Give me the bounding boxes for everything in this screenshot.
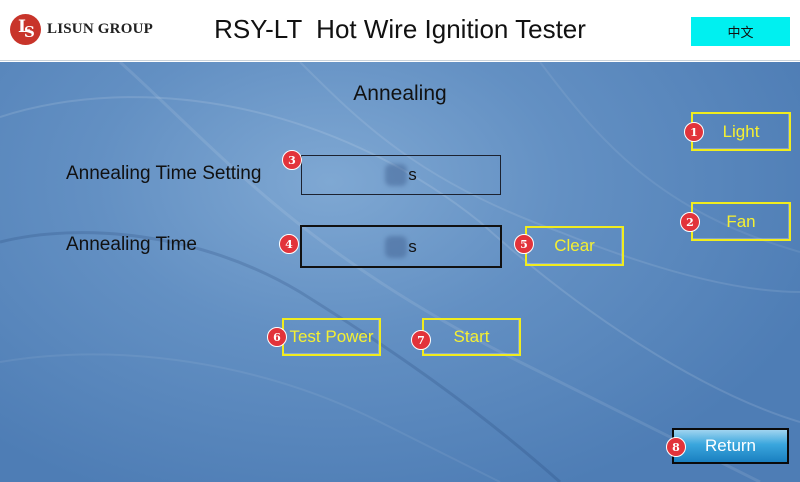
section-title: Annealing	[353, 82, 447, 105]
callout-badge-1: 1	[684, 122, 704, 142]
callout-badge-4: 4	[279, 234, 299, 254]
annealing-time-setting-label: Annealing Time Setting	[66, 163, 262, 184]
redacted-value	[385, 235, 408, 258]
test-power-button[interactable]: Test Power	[282, 318, 381, 356]
callout-badge-8: 8	[666, 437, 686, 457]
return-button[interactable]: Return	[672, 428, 789, 464]
title-bar: L S LISUN GROUP RSY-LT Hot Wire Ignition…	[0, 0, 800, 61]
redacted-value	[385, 164, 408, 186]
language-toggle-button[interactable]: 中文	[691, 17, 790, 46]
callout-badge-3: 3	[282, 150, 302, 170]
app-title: RSY-LT Hot Wire Ignition Tester	[214, 14, 586, 44]
start-button[interactable]: Start	[422, 318, 521, 356]
clear-button[interactable]: Clear	[525, 226, 624, 266]
light-button[interactable]: Light	[691, 112, 791, 151]
setting-unit: s	[408, 165, 417, 184]
logo-text: LISUN GROUP	[47, 21, 153, 37]
fan-button[interactable]: Fan	[691, 202, 791, 241]
callout-badge-7: 7	[411, 330, 431, 350]
annealing-time-display: s	[300, 225, 502, 268]
annealing-time-setting-input[interactable]: s	[301, 155, 501, 195]
background-swirl	[0, 62, 800, 482]
lisun-logo-icon: L S	[10, 14, 41, 45]
time-unit: s	[408, 236, 417, 256]
callout-badge-6: 6	[267, 327, 287, 347]
callout-badge-5: 5	[514, 234, 534, 254]
annealing-time-label: Annealing Time	[66, 234, 197, 255]
callout-badge-2: 2	[680, 212, 700, 232]
main-panel: Annealing Annealing Time Setting s Annea…	[0, 62, 800, 482]
company-logo: L S LISUN GROUP	[10, 14, 153, 45]
